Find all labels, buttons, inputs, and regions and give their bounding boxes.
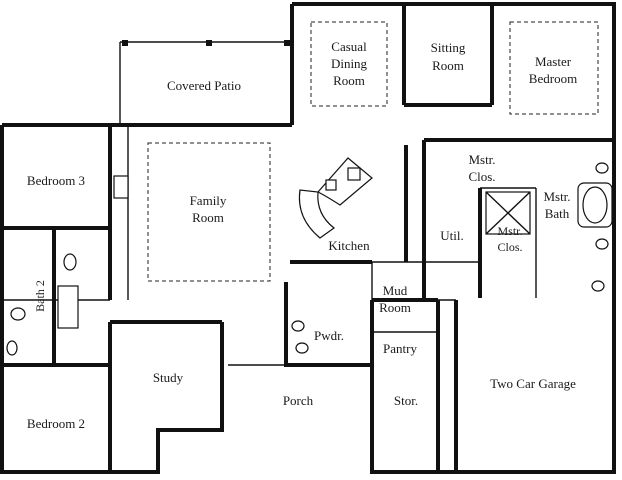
label-kitchen: Kitchen — [328, 238, 370, 253]
ceiling-outlines — [147, 21, 599, 282]
label-pantry: Pantry — [383, 341, 417, 356]
label-study: Study — [153, 370, 184, 385]
label-mstr-clos2-line1: Mstr. — [497, 224, 522, 238]
label-family-line1: Family — [190, 193, 227, 208]
label-casual-dining-line3: Room — [333, 73, 365, 88]
label-bedroom2: Bedroom 2 — [27, 416, 85, 431]
label-mstr-bath-line2: Bath — [545, 206, 570, 221]
label-garage: Two Car Garage — [490, 376, 576, 391]
label-mstr-clos1-line1: Mstr. — [468, 152, 495, 167]
label-covered-patio: Covered Patio — [167, 78, 241, 93]
bath2-tub — [57, 285, 79, 329]
kitchen-island — [298, 157, 373, 239]
room-labels: Covered Patio Casual Dining Room Sitting… — [27, 39, 577, 431]
label-sitting-line2: Room — [432, 58, 464, 73]
label-porch: Porch — [283, 393, 314, 408]
label-casual-dining-line1: Casual — [331, 39, 367, 54]
label-mstr-clos1-line2: Clos. — [468, 169, 495, 184]
label-casual-dining-line2: Dining — [331, 56, 368, 71]
label-mstr-bath-line1: Mstr. — [543, 189, 570, 204]
label-pwdr: Pwdr. — [314, 328, 344, 343]
toilets — [6, 162, 609, 356]
label-util: Util. — [440, 228, 463, 243]
label-family-line2: Room — [192, 210, 224, 225]
label-mud-line1: Mud — [383, 283, 408, 298]
label-master-line1: Master — [535, 54, 572, 69]
label-mstr-clos2-line2: Clos. — [497, 240, 522, 254]
master-bathtub — [485, 182, 613, 235]
label-sitting-line1: Sitting — [431, 40, 466, 55]
label-bedroom3: Bedroom 3 — [27, 173, 85, 188]
fireplace — [113, 175, 129, 199]
patio-posts — [122, 40, 290, 46]
exterior-walls — [0, 2, 616, 474]
label-mud-line2: Room — [379, 300, 411, 315]
label-stor: Stor. — [394, 393, 418, 408]
label-bath2: Bath 2 — [33, 280, 47, 312]
label-master-line2: Bedroom — [529, 71, 577, 86]
